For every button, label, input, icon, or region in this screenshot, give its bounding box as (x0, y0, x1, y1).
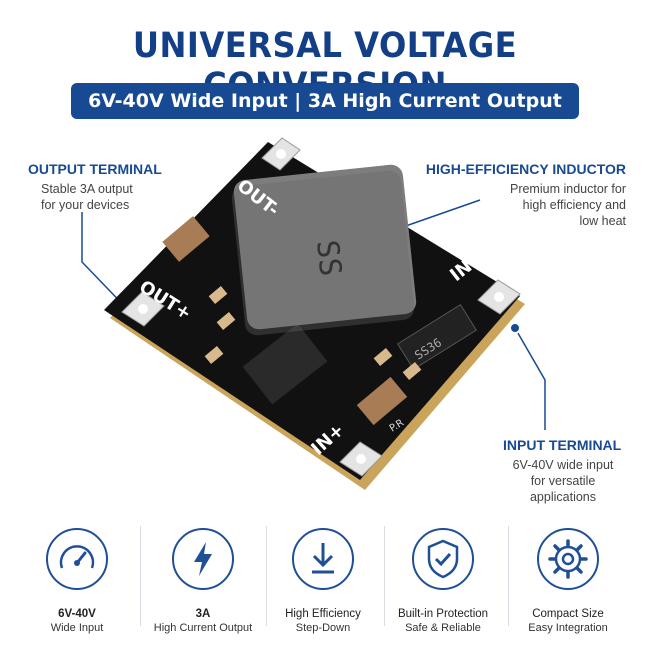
feature-4-line1: Built-in Protection (397, 608, 489, 620)
lightning-icon (172, 528, 234, 590)
input-leader-line (514, 327, 546, 430)
feature-2-line2: High Current Output (153, 622, 253, 634)
input-terminal-desc-3: applications (529, 490, 596, 504)
inductor-leader-line (399, 199, 481, 229)
input-terminal-title: INPUT TERMINAL (503, 437, 622, 453)
feature-3-line1: High Efficiency (285, 608, 361, 620)
inductor-desc-2: high efficiency and (522, 198, 626, 212)
shield-check-icon (412, 528, 474, 590)
inductor-body (233, 164, 417, 330)
inductor-desc-1: Premium inductor for (509, 182, 626, 196)
capacitor-right (356, 376, 408, 426)
input-leader-dot (509, 322, 521, 334)
feature-wide-input: 6V-40V Wide Input (12, 518, 142, 650)
inductor-title: HIGH-EFFICIENCY INDUCTOR (425, 161, 626, 177)
diode (396, 303, 478, 371)
spec-banner: 6V-40V Wide Input | 3A High Current Outp… (71, 83, 579, 119)
feature-row: 6V-40V Wide Input 3A High Current Output… (0, 518, 650, 650)
input-terminal-desc-1: 6V-40V wide input (512, 458, 614, 472)
feature-efficiency: High Efficiency Step-Down (258, 518, 388, 650)
input-terminal-desc-2: for versatile (530, 474, 596, 488)
ic-chip (242, 323, 328, 405)
feature-5-line2: Easy Integration (528, 622, 608, 634)
feature-1-line2: Wide Input (50, 622, 104, 634)
down-arrow-icon (292, 528, 354, 590)
feature-1-line1: 6V-40V (58, 608, 96, 620)
feature-2-line1: 3A (195, 608, 211, 620)
gear-icon (537, 528, 599, 590)
output-terminal-title: OUTPUT TERMINAL (28, 161, 162, 177)
capacitor-left (162, 216, 210, 262)
feature-5-line1: Compact Size (532, 608, 604, 620)
feature-compact: Compact Size Easy Integration (503, 518, 633, 650)
feature-high-current: 3A High Current Output (138, 518, 268, 650)
output-terminal-desc-2: for your devices (41, 198, 130, 212)
output-terminal-desc-1: Stable 3A output (41, 182, 133, 196)
inductor-marking: SS (309, 238, 348, 278)
feature-protection: Built-in Protection Safe & Reliable (378, 518, 508, 650)
feature-3-line2: Step-Down (295, 622, 351, 634)
inductor-desc-3: low heat (579, 214, 626, 228)
output-leader-line (81, 212, 133, 315)
gauge-icon (46, 528, 108, 590)
feature-4-line2: Safe & Reliable (405, 622, 481, 634)
